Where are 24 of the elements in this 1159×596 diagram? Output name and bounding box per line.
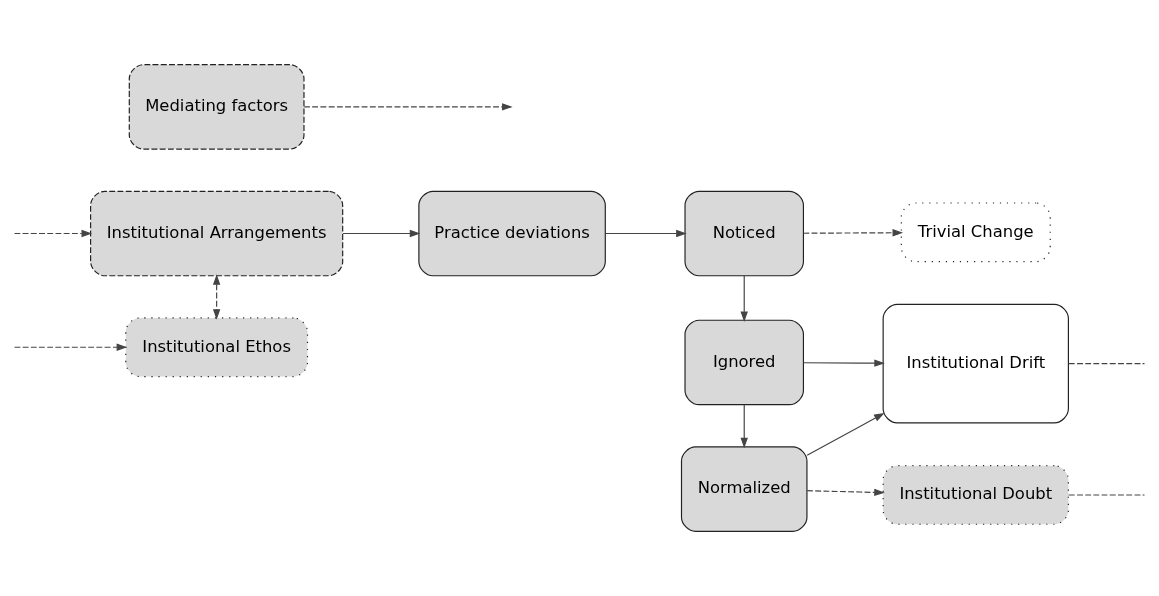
connector [1068, 494, 1146, 496]
arrow [802, 229, 904, 237]
connector [1068, 363, 1146, 365]
node-box: Normalized [680, 446, 808, 532]
arrow [604, 229, 687, 238]
arrow [303, 103, 513, 111]
node-box: Mediating factors [128, 64, 305, 150]
node-box: Practice deviations [418, 190, 606, 277]
node-box: Institutional Drift [882, 303, 1069, 424]
arrow [806, 488, 885, 497]
arrow [13, 229, 93, 238]
arrow [740, 275, 748, 322]
node-box: Institutional Doubt [882, 465, 1069, 525]
node-box: Institutional Ethos [125, 317, 309, 378]
arrow [806, 412, 885, 456]
node-box: Trivial Change [900, 202, 1051, 263]
node-box: Noticed [684, 190, 804, 277]
node-box: Institutional Arrangements [90, 190, 344, 277]
arrow [212, 274, 221, 320]
node-box: Ignored [684, 319, 804, 406]
arrow [342, 229, 421, 238]
arrow [13, 343, 128, 351]
arrow [802, 359, 885, 367]
arrow [740, 404, 748, 449]
